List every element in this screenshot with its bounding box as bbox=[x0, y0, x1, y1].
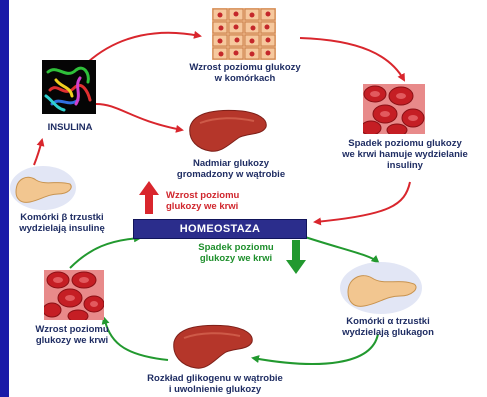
red-blood-cells-image-left bbox=[44, 270, 104, 320]
liver-image-top bbox=[186, 105, 270, 155]
label-glycogen-stored: Nadmiar glukozy gromadzony w wątrobie bbox=[166, 158, 296, 180]
pancreas-image-left bbox=[10, 166, 76, 210]
arrow-pancreas-to-insulin bbox=[34, 140, 42, 165]
label-alpha-cells: Komórki α trzustki wydzielają glukagon bbox=[326, 316, 450, 338]
arrow-blood-to-homeostasis-green bbox=[70, 238, 140, 268]
insulin-molecule-image bbox=[42, 60, 96, 114]
label-blood-glucose-up-red: Wzrost poziomu glukozy we krwi bbox=[166, 190, 266, 212]
label-insulin: INSULINA bbox=[30, 122, 110, 133]
arrow-insulin-to-cells bbox=[88, 33, 200, 62]
label-glycogen-breakdown: Rozkład glikogenu w wątrobie i uwolnieni… bbox=[140, 373, 290, 395]
arrow-blood-to-homeostasis bbox=[315, 182, 410, 222]
label-blood-glucose-down-inhibits: Spadek poziomu glukozy we krwi hamuje wy… bbox=[330, 138, 480, 171]
label-cells-glucose-up: Wzrost poziomu glukozy w komórkach bbox=[186, 62, 304, 84]
arrow-cells-to-blood bbox=[300, 38, 404, 80]
arrow-homeostasis-to-pancreas bbox=[305, 237, 378, 262]
arrow-pancreas-to-liver bbox=[253, 334, 378, 364]
cells-image bbox=[212, 8, 276, 60]
label-beta-cells: Komórki β trzustki wydzielają insulinę bbox=[6, 212, 118, 234]
liver-image-bottom bbox=[170, 320, 256, 372]
homeostasis-box: HOMEOSTAZA bbox=[133, 219, 307, 239]
label-blood-glucose-down-green: Spadek poziomu glukozy we krwi bbox=[186, 242, 286, 264]
label-blood-glucose-up-left: Wzrost poziomu glukozy we krwi bbox=[22, 324, 122, 346]
down-arrow-green bbox=[286, 240, 306, 274]
up-arrow-red bbox=[139, 181, 159, 214]
pancreas-image-right bbox=[340, 262, 422, 314]
red-blood-cells-image-right bbox=[363, 84, 425, 134]
